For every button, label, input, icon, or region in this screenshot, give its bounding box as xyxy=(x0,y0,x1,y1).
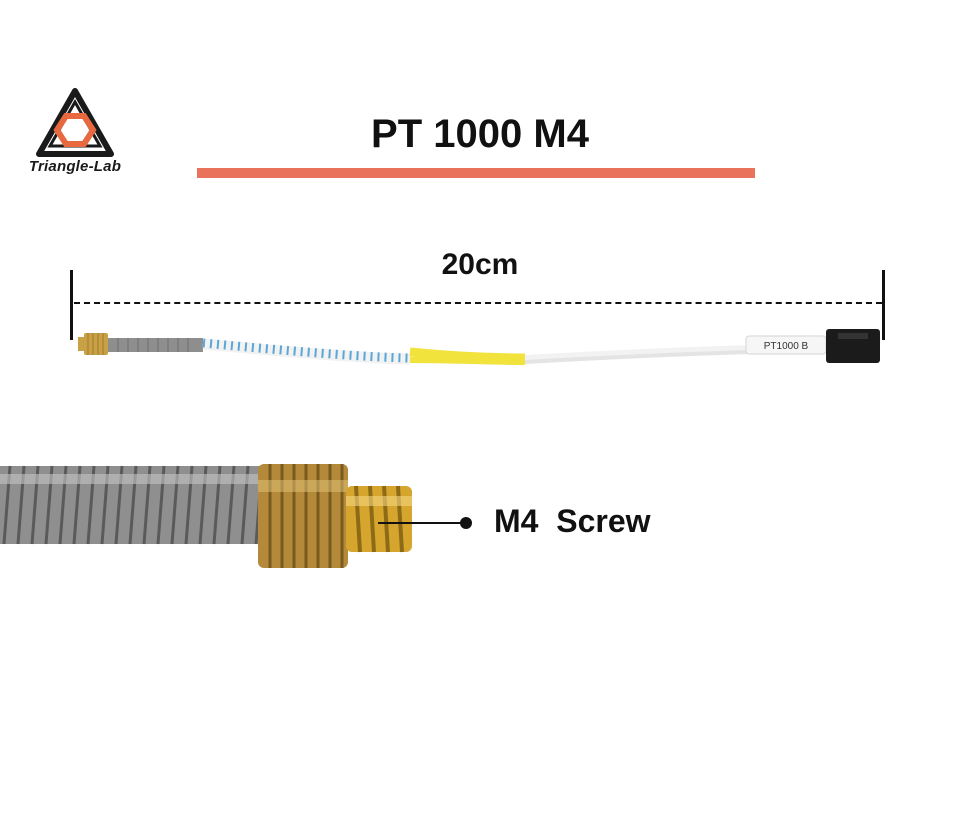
length-label: 20cm xyxy=(441,248,519,281)
page-title: PT 1000 M4 xyxy=(371,112,589,156)
sensor-cable-image: PT1000 B xyxy=(78,329,880,365)
title-underline xyxy=(197,168,755,178)
triangle-lab-logo-icon xyxy=(36,88,114,157)
brand-logo: Triangle-Lab xyxy=(14,88,136,182)
dimension-start-tick xyxy=(70,270,73,340)
callout-leader-line xyxy=(378,522,466,524)
brand-name: Triangle-Lab xyxy=(28,158,122,175)
screw-callout-label: M4 Screw xyxy=(494,503,651,539)
dimension-end-tick xyxy=(882,270,885,340)
cable-connector-label: PT1000 B xyxy=(764,341,809,352)
dimension-line xyxy=(74,302,882,304)
callout-dot xyxy=(460,517,472,529)
m4-screw-closeup-image xyxy=(0,464,412,568)
